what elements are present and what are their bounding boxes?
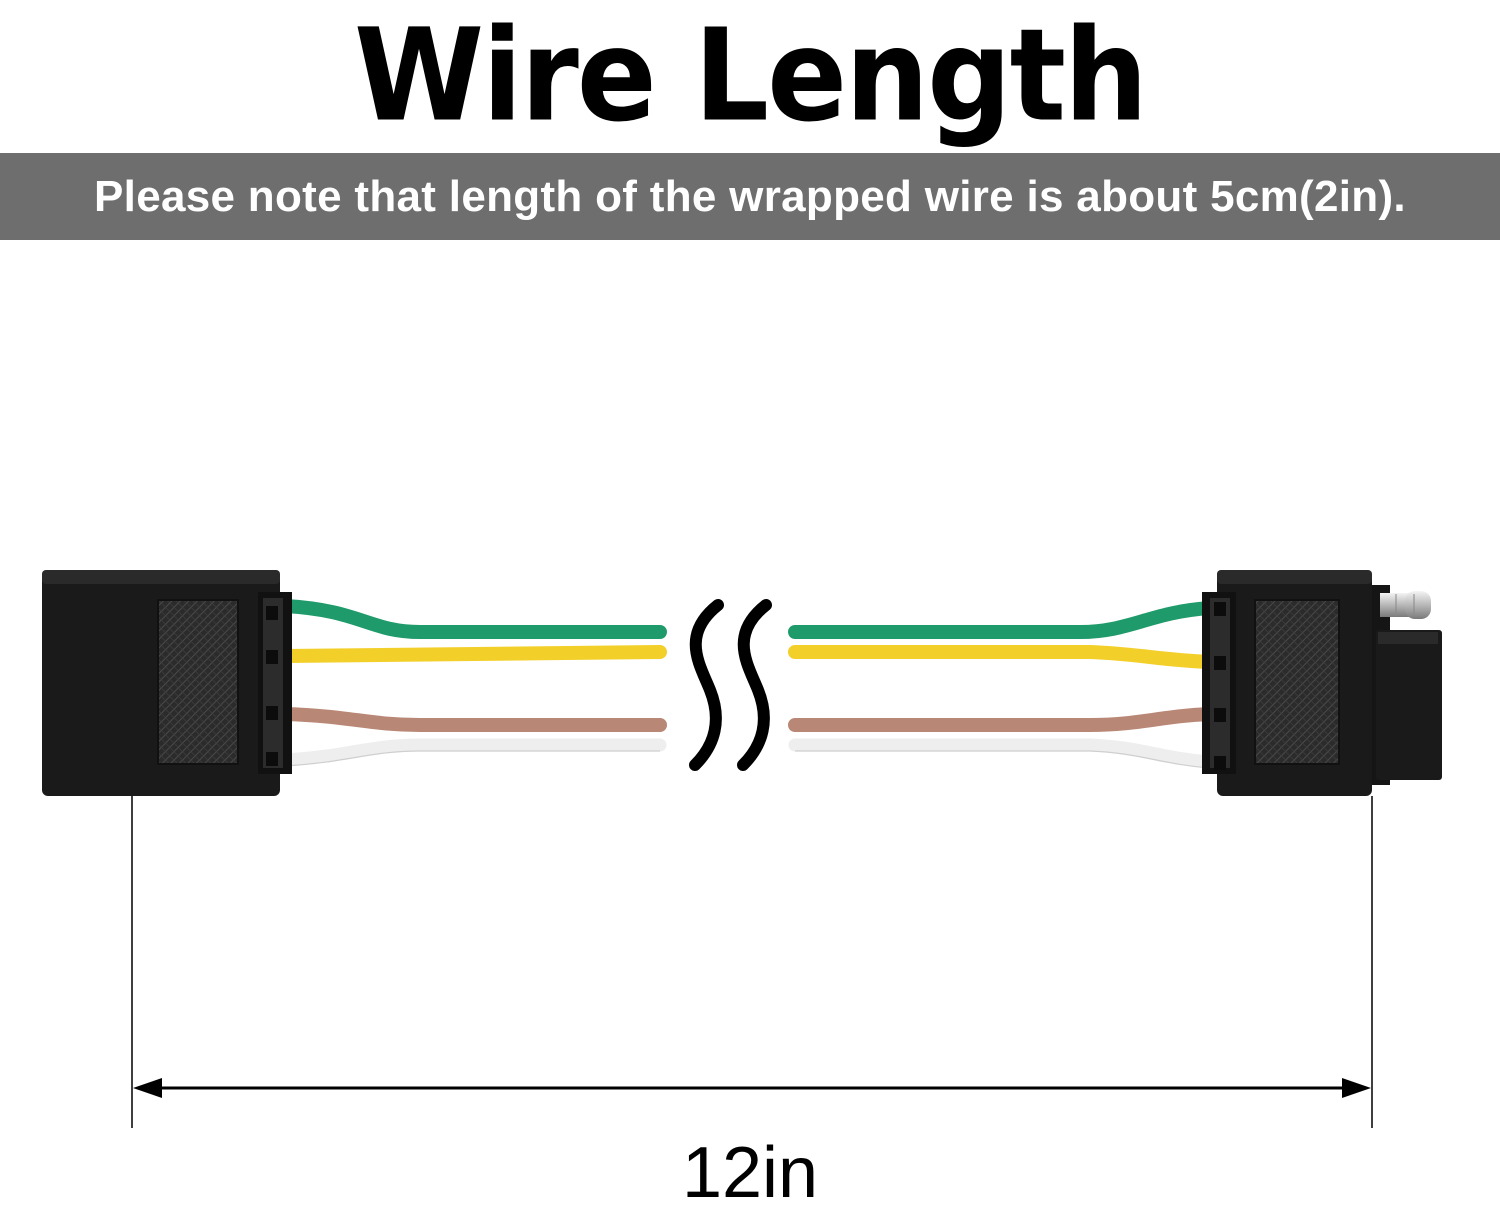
wire-yellow-left bbox=[278, 645, 667, 663]
left-connector bbox=[42, 570, 292, 796]
wire-green-left bbox=[278, 599, 667, 639]
page-title: Wire Length bbox=[353, 0, 1148, 150]
connector-pin-icon bbox=[1380, 591, 1431, 619]
right-wires bbox=[788, 601, 1217, 769]
break-symbol-icon bbox=[689, 599, 772, 771]
note-banner: Please note that length of the wrapped w… bbox=[0, 153, 1500, 240]
wire-brown-right bbox=[788, 707, 1217, 732]
wire-white-right bbox=[788, 738, 1217, 769]
dimension-arrow-icon bbox=[131, 796, 1373, 1128]
wire-green-right bbox=[788, 601, 1217, 639]
length-measurement: 12in bbox=[681, 1133, 819, 1213]
wire-white-left bbox=[278, 738, 667, 767]
wire-yellow-right bbox=[788, 645, 1217, 669]
wire-brown-left bbox=[278, 707, 667, 732]
note-text: Please note that length of the wrapped w… bbox=[94, 171, 1406, 221]
left-wires bbox=[278, 599, 667, 767]
right-connector bbox=[1202, 570, 1442, 796]
